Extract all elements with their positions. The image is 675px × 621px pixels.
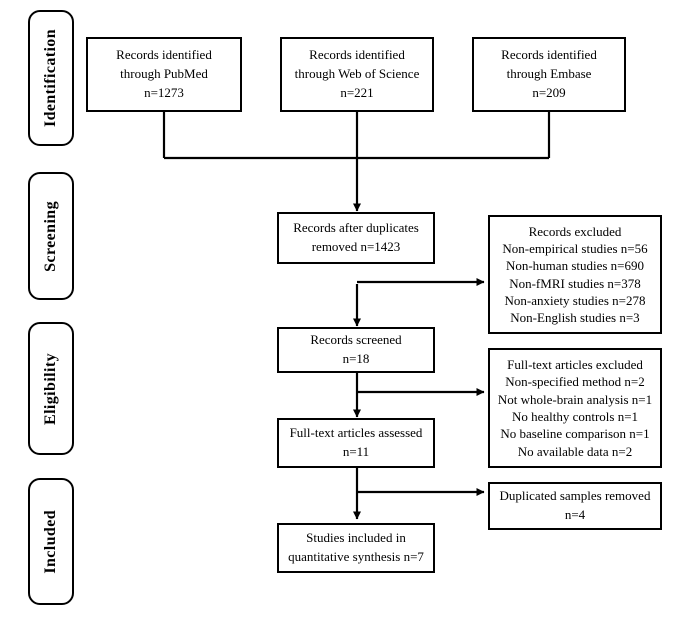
box-fulltext-assessed: Full-text articles assessed n=11 [277, 418, 435, 468]
records-excluded-item-3: Non-fMRI studies n=378 [509, 275, 641, 291]
wos-count: n=221 [340, 84, 374, 100]
screened-line-1: Records screened [310, 332, 402, 348]
duplicated-samples-count: n=4 [564, 507, 586, 522]
box-studies-included: Studies included in quantitative synthes… [277, 523, 435, 573]
fulltext-assessed-count: n=11 [342, 444, 370, 459]
wos-line-1: Records identified [309, 47, 405, 63]
duplicates-line-2: removed n=1423 [311, 239, 401, 254]
duplicated-samples-line-1: Duplicated samples removed [499, 488, 651, 504]
fulltext-assessed-line-1: Full-text articles assessed [289, 425, 423, 441]
fulltext-excluded-item-1: Non-specified method n=2 [505, 374, 645, 390]
included-line-1: Studies included in [306, 530, 406, 546]
box-records-embase: Records identified through Embase n=209 [472, 37, 626, 112]
records-excluded-heading: Records excluded [528, 223, 622, 239]
embase-line-1: Records identified [501, 47, 597, 63]
included-line-2: quantitative synthesis n=7 [288, 549, 424, 564]
duplicates-line-1: Records after duplicates [293, 220, 419, 236]
screened-count: n=18 [342, 351, 370, 366]
stage-label-eligibility-text: Eligibility [42, 352, 59, 425]
box-records-after-duplicates: Records after duplicates removed n=1423 [277, 212, 435, 264]
records-excluded-item-1: Non-empirical studies n=56 [502, 240, 648, 256]
records-excluded-item-2: Non-human studies n=690 [505, 258, 645, 274]
fulltext-excluded-heading: Full-text articles excluded [507, 357, 643, 373]
records-excluded-item-5: Non-English studies n=3 [510, 310, 640, 326]
box-records-web-of-science: Records identified through Web of Scienc… [280, 37, 434, 112]
stage-label-included: Included [28, 478, 74, 605]
embase-line-2: through Embase [506, 66, 592, 82]
stage-label-screening-text: Screening [42, 200, 59, 272]
fulltext-excluded-item-4: No baseline comparison n=1 [500, 426, 650, 442]
box-records-pubmed: Records identified through PubMed n=1273 [86, 37, 242, 112]
pubmed-line-2: through PubMed [120, 66, 208, 82]
stage-label-eligibility: Eligibility [28, 322, 74, 455]
fulltext-excluded-item-5: No available data n=2 [517, 443, 633, 459]
pubmed-count: n=1273 [144, 84, 184, 100]
records-excluded-item-4: Non-anxiety studies n=278 [504, 292, 646, 308]
fulltext-excluded-item-2: Not whole-brain analysis n=1 [497, 391, 653, 407]
wos-line-2: through Web of Science [294, 66, 420, 82]
stage-label-screening: Screening [28, 172, 74, 300]
box-fulltext-excluded: Full-text articles excluded Non-specifie… [488, 348, 662, 468]
fulltext-excluded-item-3: No healthy controls n=1 [511, 409, 639, 424]
embase-count: n=209 [532, 84, 566, 100]
pubmed-line-1: Records identified [116, 47, 212, 63]
box-records-excluded: Records excluded Non-empirical studies n… [488, 215, 662, 334]
stage-label-identification: Identification [28, 10, 74, 146]
stage-label-identification-text: Identification [42, 28, 59, 128]
stage-label-included-text: Included [42, 509, 59, 574]
box-records-screened: Records screened n=18 [277, 327, 435, 373]
box-duplicated-samples-removed: Duplicated samples removed n=4 [488, 482, 662, 530]
